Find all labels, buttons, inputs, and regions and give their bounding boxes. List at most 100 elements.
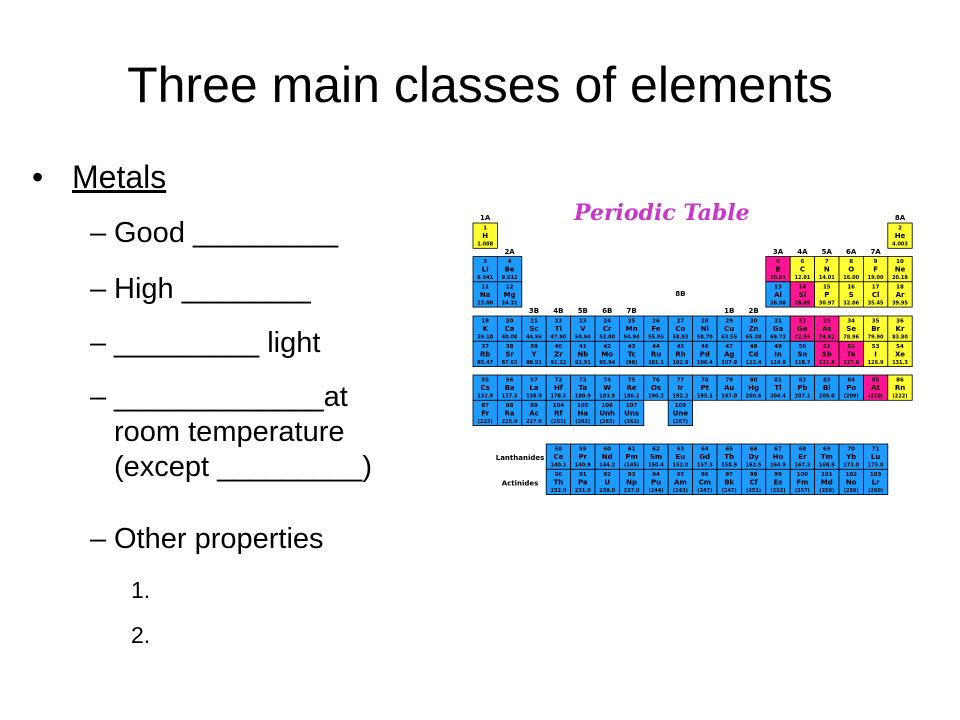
element-symbol: Si <box>799 291 806 299</box>
element-number: 54 <box>896 344 904 350</box>
element-number: 5 <box>776 259 780 265</box>
subitem-light: –_________ light <box>90 326 320 361</box>
element-symbol: N <box>824 266 830 274</box>
element-number: 47 <box>725 344 733 350</box>
element-cell <box>667 340 693 368</box>
element-cell <box>887 256 913 283</box>
element-number: 28 <box>701 319 709 325</box>
element-symbol: Pu <box>651 478 661 486</box>
element-mass: 167.3 <box>794 463 810 469</box>
element-number: 3 <box>483 259 487 265</box>
element-number: 50 <box>799 344 807 350</box>
group-label: 8B <box>675 290 685 298</box>
element-symbol: Sm <box>650 453 662 461</box>
element-cell <box>862 468 889 495</box>
element-symbol: Rf <box>554 409 563 417</box>
subitem-at-line2: room temperature <box>114 415 345 448</box>
subitem-at-line3: (except _________) <box>114 450 372 483</box>
element-symbol: Fr <box>481 409 489 417</box>
element-number: 1 <box>483 226 487 232</box>
element-number: 104 <box>553 403 565 409</box>
group-label: 5A <box>822 248 833 256</box>
group-label: 7A <box>870 248 881 256</box>
element-mass: 39.10 <box>477 335 493 341</box>
element-symbol: Kr <box>896 325 905 333</box>
element-symbol: Md <box>821 478 833 486</box>
element-symbol: W <box>603 384 611 392</box>
element-mass: 1.008 <box>477 242 493 248</box>
element-symbol: Ra <box>505 409 515 417</box>
numbered-item-1: 1. <box>131 577 151 603</box>
element-symbol: Xe <box>895 350 905 358</box>
element-mass: 28.09 <box>794 300 810 306</box>
group-label: 7B <box>626 307 636 315</box>
subitem-other: –Other properties <box>90 522 324 557</box>
element-cell <box>545 315 571 342</box>
element-symbol: Yb <box>845 453 856 461</box>
element-cell <box>789 340 816 368</box>
element-cell <box>618 468 645 495</box>
element-symbol: No <box>846 478 857 486</box>
element-mass: 231.0 <box>575 488 591 494</box>
element-cell <box>692 340 718 368</box>
element-number: 70 <box>847 447 855 453</box>
element-cell <box>618 374 645 401</box>
element-number: 99 <box>774 472 782 478</box>
element-symbol: F <box>873 266 878 274</box>
element-cell <box>497 340 523 368</box>
element-number: 48 <box>750 344 758 350</box>
element-number: 18 <box>896 284 904 290</box>
element-cell <box>497 399 523 427</box>
element-number: 33 <box>823 319 831 325</box>
element-cell <box>814 374 840 401</box>
element-number: 42 <box>603 344 611 350</box>
element-cell <box>716 340 742 368</box>
element-symbol: Th <box>554 478 564 486</box>
element-symbol: Pm <box>625 453 637 461</box>
element-number: 2 <box>898 226 902 232</box>
element-symbol: At <box>871 384 880 392</box>
element-number: 52 <box>847 344 855 350</box>
element-mass: 197.0 <box>721 394 737 400</box>
dash-icon: – <box>90 381 107 413</box>
element-symbol: U <box>604 478 610 486</box>
element-number: 29 <box>725 319 733 325</box>
element-cell <box>594 340 620 368</box>
element-symbol: Au <box>724 384 734 392</box>
element-cell <box>643 443 669 470</box>
element-symbol: Te <box>847 350 856 358</box>
element-mass: 87.62 <box>502 360 518 366</box>
subitem-high: –High ________ <box>90 272 311 307</box>
element-mass: 158.9 <box>721 463 737 469</box>
element-symbol: Co <box>675 325 685 333</box>
element-symbol: Une <box>673 409 689 417</box>
element-symbol: Cu <box>724 325 734 333</box>
element-symbol: Nb <box>577 350 588 358</box>
element-symbol: Lr <box>872 478 880 486</box>
element-mass: 121.8 <box>819 360 835 366</box>
element-mass: 237.0 <box>624 488 640 494</box>
element-symbol: Ho <box>773 453 784 461</box>
element-mass: 16.00 <box>843 275 859 281</box>
element-symbol: Hf <box>554 384 564 392</box>
element-symbol: Bi <box>823 384 831 392</box>
group-label: 6B <box>602 307 612 315</box>
element-mass: 190.2 <box>648 394 664 400</box>
element-symbol: Cm <box>699 478 711 486</box>
element-mass: 69.72 <box>770 335 786 341</box>
element-cell <box>789 443 816 470</box>
element-mass: (259) <box>844 488 859 494</box>
element-mass: (262) <box>575 419 590 425</box>
element-number: 36 <box>896 319 904 325</box>
element-mass: 12.01 <box>794 275 810 281</box>
element-mass: 226.0 <box>502 419 518 425</box>
element-symbol: La <box>529 384 538 392</box>
element-symbol: Ne <box>895 266 906 274</box>
element-number: 91 <box>579 472 587 478</box>
element-symbol: Pr <box>579 453 588 461</box>
slide-title: Three main classes of elements <box>127 57 833 113</box>
element-symbol: Sn <box>797 350 807 358</box>
element-number: 55 <box>481 378 489 384</box>
element-symbol: As <box>822 325 832 333</box>
